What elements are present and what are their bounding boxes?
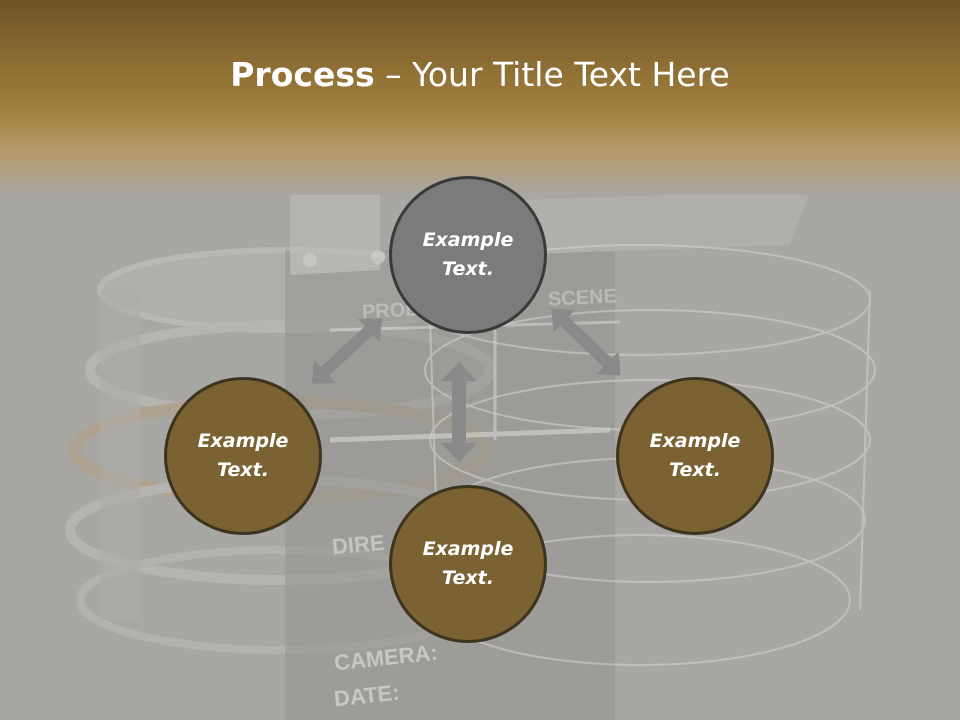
process-node-top: Example Text.	[389, 176, 547, 334]
process-node-left: Example Text.	[164, 377, 322, 535]
arrow-vertical	[441, 362, 477, 462]
node-top-line2: Text.	[442, 258, 494, 280]
node-left-line2: Text.	[217, 459, 269, 481]
title-rest: – Your Title Text Here	[374, 55, 730, 94]
slide-title: Process – Your Title Text Here	[0, 54, 960, 96]
node-bottom-line1: Example	[422, 538, 514, 560]
node-bottom-line2: Text.	[442, 567, 494, 589]
title-bold: Process	[230, 55, 375, 94]
node-left-line1: Example	[197, 430, 289, 452]
arrow-top-right	[551, 308, 621, 376]
arrow-top-left	[311, 318, 383, 384]
node-right-line2: Text.	[669, 459, 721, 481]
node-top-line1: Example	[422, 229, 514, 251]
process-node-bottom: Example Text.	[389, 485, 547, 643]
node-right-line1: Example	[649, 430, 741, 452]
process-node-right: Example Text.	[616, 377, 774, 535]
